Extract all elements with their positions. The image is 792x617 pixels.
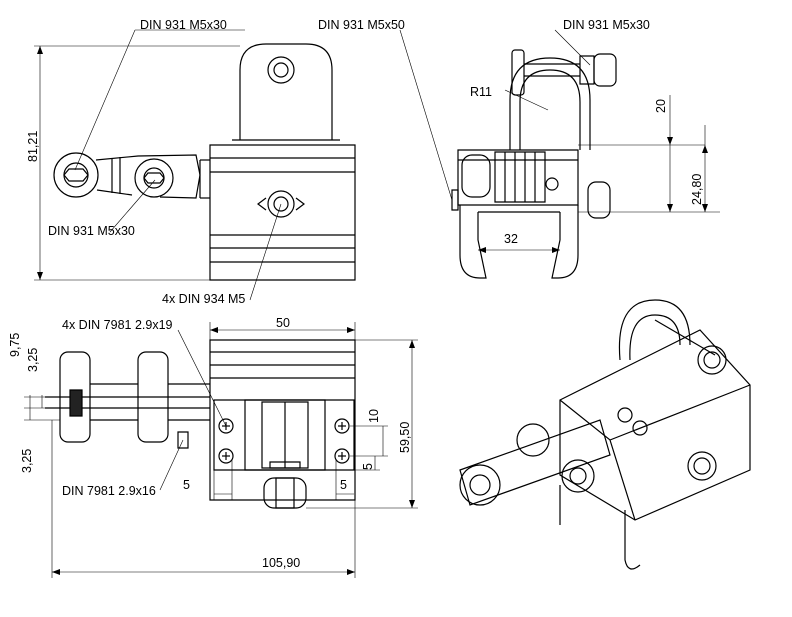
dim-24-80: 24,80 [690, 173, 704, 205]
callout-din931-left-mid: DIN 931 M5x30 [48, 224, 135, 238]
callout-din931-top-left: DIN 931 M5x30 [140, 18, 227, 32]
dim-59-50: 59,50 [398, 421, 412, 453]
callout-din934-nut: 4x DIN 934 M5 [162, 292, 246, 306]
dim-32: 32 [504, 232, 518, 246]
view-isometric-bottom-right [460, 300, 750, 569]
dim-5-right: 5 [361, 463, 375, 470]
dim-3-25-top: 3,25 [26, 347, 40, 372]
dim-5-bottom-right: 5 [340, 478, 347, 492]
callout-din931-m5x50: DIN 931 M5x50 [318, 18, 405, 32]
callout-din931-top-right: DIN 931 M5x30 [563, 18, 650, 32]
dim-9-75: 9,75 [8, 332, 22, 357]
dim-3-25-bottom: 3,25 [20, 448, 34, 473]
dimension-arrows [37, 46, 708, 575]
dim-5-bottom-left: 5 [183, 478, 190, 492]
dim-10: 10 [367, 409, 381, 423]
dim-81-21: 81,21 [26, 130, 40, 162]
view-plan-bottom-left [45, 340, 355, 508]
dim-105-90: 105,90 [262, 556, 301, 570]
view-front-top-left [54, 44, 355, 280]
dim-20: 20 [654, 99, 668, 113]
callout-din7981-screws: 4x DIN 7981 2.9x19 [62, 318, 173, 332]
dimension-lines [24, 30, 720, 578]
callout-din7981-single: DIN 7981 2.9x16 [62, 484, 156, 498]
view-side-top-right [452, 50, 616, 278]
dim-50: 50 [276, 316, 290, 330]
radius-label: R11 [470, 85, 493, 99]
